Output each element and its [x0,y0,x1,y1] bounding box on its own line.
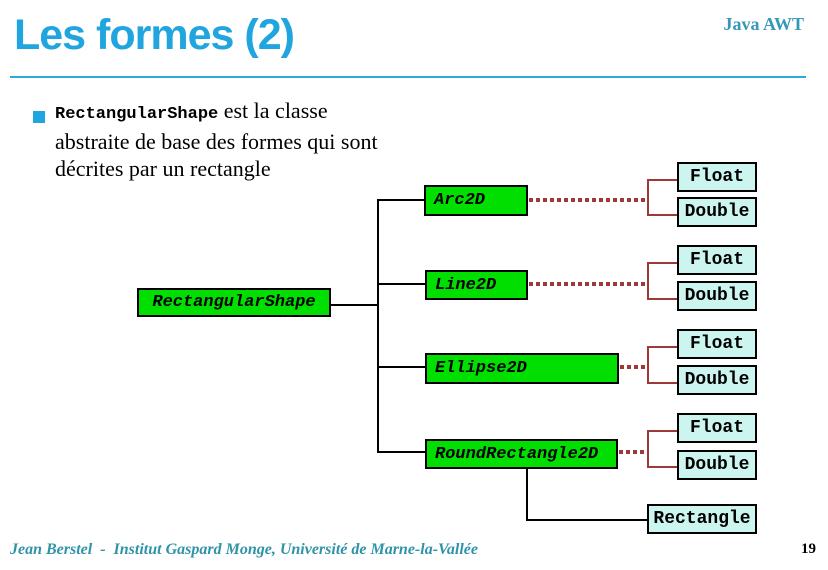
tree-root-connector-line [331,304,377,306]
type-box-roundrectangle2d-float: Float [677,413,757,443]
tree-branch-line-arc2d [377,199,425,201]
bracket-hline-ellipse2d-float [647,346,677,348]
dotted-line-roundrectangle2d [619,450,648,454]
tree-branch-line-line2d [377,283,425,285]
bracket-hline-roundrectangle2d-double [647,466,677,468]
class-box-ellipse2d: Ellipse2D [425,353,619,384]
bracket-hline-line2d-float [647,262,677,264]
bullet-code-term: RectangularShape [55,105,219,124]
footer-credit: Jean Berstel - Institut Gaspard Monge, U… [10,541,479,558]
corner-label-java-awt: Java AWT [723,14,804,34]
bracket-vline-ellipse2d [647,346,649,384]
bracket-hline-arc2d-float [647,179,677,181]
bracket-vline-line2d [647,262,649,300]
type-box-ellipse2d-double: Double [677,365,757,395]
type-box-arc2d-double: Double [677,197,757,227]
type-box-roundrectangle2d-double: Double [677,450,757,480]
rectangle-connector-hline [526,519,648,521]
tree-branch-line-roundrectangle2d [377,451,425,453]
dotted-line-arc2d [529,198,647,202]
bullet-body-text: est la classe abstraite de base des form… [55,98,378,181]
bracket-hline-roundrectangle2d-float [647,430,677,432]
bracket-vline-roundrectangle2d [647,430,649,468]
bracket-vline-arc2d [647,179,649,216]
tree-trunk-line [377,199,379,453]
dotted-line-ellipse2d [620,365,648,369]
class-box-rectangularshape: RectangularShape [137,288,331,317]
type-box-arc2d-float: Float [677,162,757,192]
type-box-line2d-double: Double [677,281,757,311]
bullet-paragraph: RectangularShape est la classe abstraite… [55,97,390,182]
rectangle-connector-vline [526,468,528,521]
class-box-arc2d: Arc2D [424,185,528,216]
slide-title: Les formes (2) [14,11,295,59]
dotted-line-line2d [529,282,647,286]
type-box-rectangle: Rectangle [647,504,757,534]
type-box-ellipse2d-float: Float [677,329,757,359]
title-underline-rule [10,76,806,78]
bracket-hline-ellipse2d-double [647,382,677,384]
class-box-line2d: Line2D [425,270,528,300]
bracket-hline-line2d-double [647,298,677,300]
class-box-roundrectangle2d: RoundRectangle2D [425,439,618,469]
bracket-hline-arc2d-double [647,214,677,216]
tree-branch-line-ellipse2d [377,366,425,368]
type-box-line2d-float: Float [677,245,757,275]
page-number: 19 [801,541,816,557]
bullet-square-icon [33,111,45,123]
